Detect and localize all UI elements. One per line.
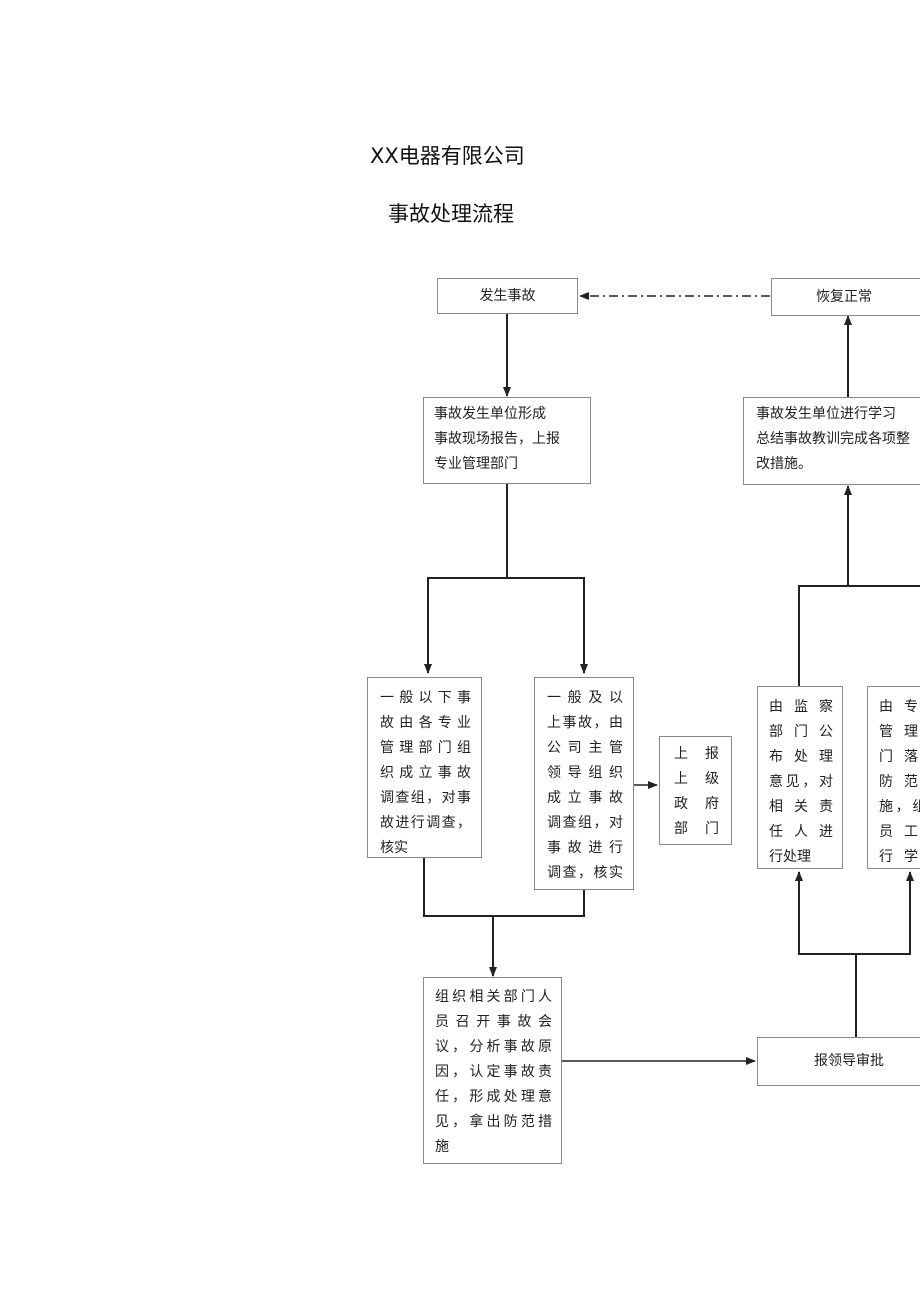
node-supervision-handling: 由监察 部门公 布处理 意见，对 相关责 任人进 行处理 [757, 686, 843, 869]
site-report-line: 专业管理部门 [434, 456, 518, 472]
supervision-handling-line: 部门公 [769, 724, 833, 740]
report-government-line: 部 门 [674, 821, 719, 837]
supervision-handling-line: 意见，对 [769, 774, 833, 790]
supervision-handling-line: 由监察 [769, 699, 833, 715]
site-report-line: 事故现场报告，上报 [434, 431, 560, 447]
analysis-meeting-line: 见，拿出防范措 [435, 1114, 552, 1130]
major-accident-line: 调查组，对 [547, 815, 623, 831]
major-accident-line: 领导组织 [547, 765, 623, 781]
learn-rectify-line: 总结事故教训完成各项整 [756, 431, 910, 447]
report-government-line: 上 级 [674, 771, 719, 787]
major-accident-line: 调查，核实 [547, 865, 623, 881]
node-analysis-meeting: 组织相关部门人 员召开事故会 议，分析事故原 因，认定事故责 任，形成处理意 见… [423, 977, 562, 1164]
major-accident-line: 上事故，由 [547, 715, 623, 731]
learn-rectify-line: 改措施。 [756, 456, 812, 472]
dept-measures-line: 门落实 [879, 749, 920, 765]
minor-accident-line: 管理部门组 [380, 740, 471, 756]
major-accident-line: 事故进行 [547, 840, 623, 856]
supervision-handling-line: 任人进 [769, 824, 833, 840]
dept-measures-line: 施，组织 [879, 799, 920, 815]
analysis-meeting-line: 员召开事故会 [435, 1014, 552, 1030]
analysis-meeting-line: 因，认定事故责 [435, 1064, 552, 1080]
node-minor-accident: 一般以下事 故由各专业 管理部门组 织成立事故 调查组，对事 故进行调查， 核实 [367, 677, 482, 858]
major-accident-line: 成立事故 [547, 790, 623, 806]
node-report-government: 上 报 上 级 政 府 部 门 [659, 736, 732, 845]
node-site-report: 事故发生单位形成 事故现场报告，上报 专业管理部门 [423, 397, 591, 484]
supervision-handling-line: 布处理 [769, 749, 833, 765]
analysis-meeting-line: 施 [435, 1139, 449, 1155]
site-report-line: 事故发生单位形成 [434, 406, 546, 422]
leader-approval-label: 报领导审批 [814, 1053, 884, 1069]
analysis-meeting-line: 议，分析事故原 [435, 1039, 552, 1055]
page-title: 事故处理流程 [388, 202, 514, 226]
analysis-meeting-line: 任，形成处理意 [435, 1089, 552, 1105]
report-government-line: 政 府 [674, 796, 719, 812]
company-name: XX电器有限公司 [370, 144, 525, 168]
dept-measures-line: 管理部 [879, 724, 920, 740]
node-learn-rectify: 事故发生单位进行学习 总结事故教训完成各项整 改措施。 [743, 397, 920, 485]
major-accident-line: 一般及以 [547, 690, 623, 706]
node-leader-approval: 报领导审批 [757, 1037, 920, 1086]
minor-accident-line: 调查组，对事 [380, 790, 471, 806]
supervision-handling-line: 相关责 [769, 799, 833, 815]
analysis-meeting-line: 组织相关部门人 [435, 989, 552, 1005]
major-accident-line: 公司主管 [547, 740, 623, 756]
learn-rectify-line: 事故发生单位进行学习 [756, 406, 896, 422]
minor-accident-line: 故进行调查， [380, 815, 471, 831]
node-accident-occurs: 发生事故 [437, 278, 578, 314]
dept-measures-line: 防范措 [879, 774, 920, 790]
minor-accident-line: 一般以下事 [380, 690, 471, 706]
node-dept-measures: 由专业 管理部 门落实 防范措 施，组织 员工进 行学习 [867, 686, 920, 869]
dept-measures-line: 行学习 [879, 849, 920, 865]
dept-measures-line: 员工进 [879, 824, 920, 840]
node-restore-normal: 恢复正常 [771, 278, 920, 316]
supervision-handling-line: 行处理 [769, 849, 811, 865]
minor-accident-line: 故由各专业 [380, 715, 471, 731]
node-major-accident: 一般及以 上事故，由 公司主管 领导组织 成立事故 调查组，对 事故进行 调查，… [534, 677, 634, 890]
minor-accident-line: 核实 [380, 840, 408, 856]
report-government-line: 上 报 [674, 746, 719, 762]
node-accident-occurs-label: 发生事故 [479, 287, 536, 304]
node-restore-normal-label: 恢复正常 [816, 288, 872, 305]
dept-measures-line: 由专业 [879, 699, 920, 715]
minor-accident-line: 织成立事故 [380, 765, 471, 781]
